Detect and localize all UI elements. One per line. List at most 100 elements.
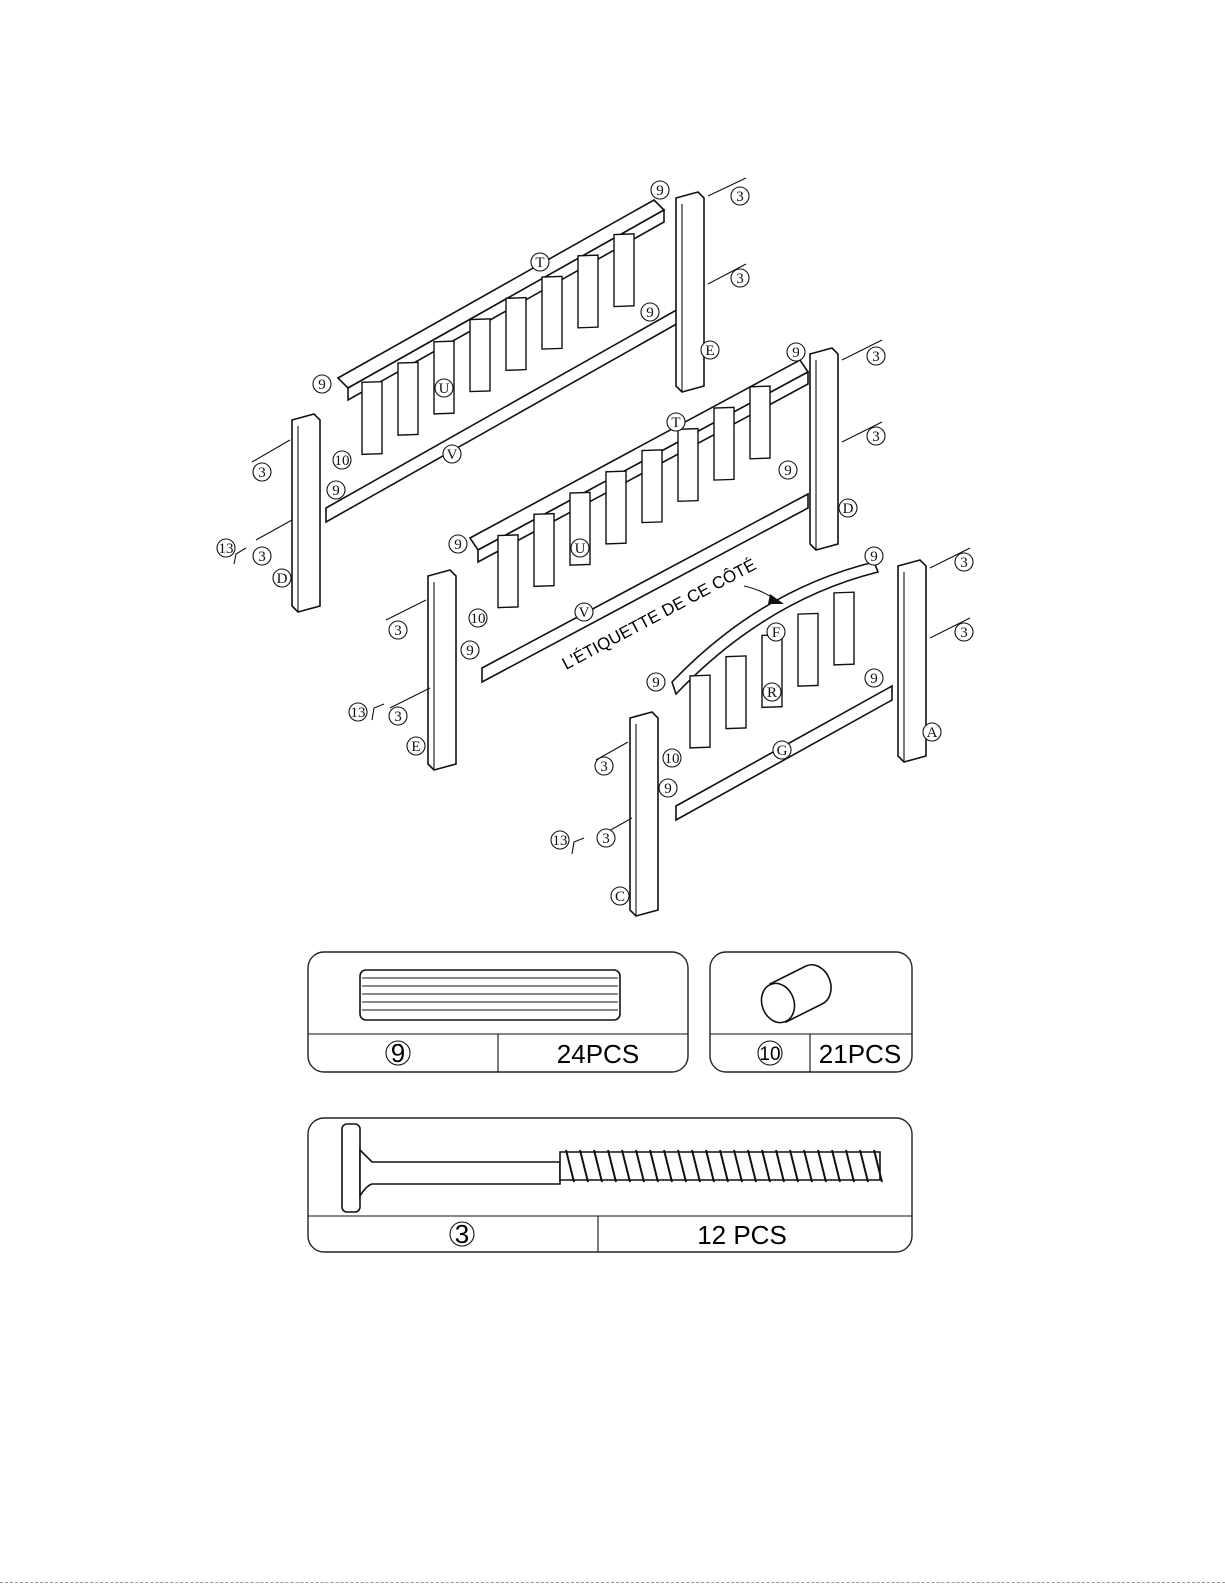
svg-text:13: 13 [351,705,366,721]
callout-part-A: A [923,723,941,741]
callout-bolt: 3 [595,757,613,775]
post-E-upper [676,192,704,392]
callout-dowel: 9 [865,547,883,565]
hardware-10-qty: 21PCS [819,1039,901,1069]
svg-text:9: 9 [454,537,462,553]
svg-text:V: V [447,447,458,463]
hardware-box-10: 10 21PCS [710,952,912,1072]
hardware-9-qty: 24PCS [557,1039,639,1069]
svg-text:3: 3 [258,465,266,481]
callout-bolt: 3 [253,547,271,565]
callout-key: 13 [551,831,569,849]
dowel-icon [360,970,620,1020]
callout-part-E: E [407,737,425,755]
svg-text:T: T [535,255,544,271]
callout-bolt: 3 [955,623,973,641]
svg-text:F: F [772,625,780,641]
svg-text:V: V [579,605,590,621]
callout-cam: 10 [333,451,351,469]
hardware-10-id: 10 [759,1044,780,1065]
svg-text:9: 9 [652,675,660,691]
callout-bolt: 3 [867,427,885,445]
svg-text:T: T [671,415,680,431]
page-bottom-rule [0,1582,1225,1583]
callout-key: 13 [217,539,235,557]
callout-dowel: 9 [313,375,331,393]
svg-text:E: E [705,343,714,359]
post-D-upper [292,414,320,612]
callout-part-V: V [443,445,461,463]
svg-text:3: 3 [600,759,608,775]
svg-text:9: 9 [466,643,474,659]
svg-text:13: 13 [553,833,568,849]
callout-dowel: 9 [449,535,467,553]
svg-text:U: U [439,381,450,397]
callout-bolt: 3 [389,707,407,725]
svg-text:9: 9 [332,483,340,499]
post-C [630,712,658,916]
callout-part-U: U [435,379,453,397]
callout-dowel: 9 [659,779,677,797]
callout-part-U: U [571,539,589,557]
allen-key-icon [234,548,584,854]
svg-text:9: 9 [792,345,800,361]
svg-text:D: D [843,501,854,517]
svg-text:3: 3 [394,709,402,725]
svg-text:3: 3 [736,189,744,205]
svg-text:3: 3 [872,349,880,365]
svg-text:9: 9 [870,549,878,565]
callout-dowel: 9 [327,481,345,499]
svg-text:E: E [411,739,420,755]
callout-part-C: C [611,887,629,905]
svg-text:9: 9 [664,781,672,797]
svg-text:3: 3 [394,623,402,639]
svg-text:10: 10 [471,611,486,627]
hardware-3-id: 3 [455,1219,469,1249]
callout-part-T: T [667,413,685,431]
svg-text:D: D [277,571,288,587]
callout-cam: 10 [469,609,487,627]
callout-dowel: 9 [651,181,669,199]
callout-part-V: V [575,603,593,621]
svg-text:G: G [777,743,788,759]
callout-dowel: 9 [787,343,805,361]
svg-text:C: C [615,889,625,905]
callout-bolt: 3 [731,187,749,205]
svg-text:9: 9 [646,305,654,321]
callout-part-R: R [763,683,781,701]
svg-text:A: A [927,725,938,741]
callout-bolt: 3 [731,269,749,287]
callout-part-T: T [531,253,549,271]
callout-dowel: 9 [865,669,883,687]
callout-part-G: G [773,741,791,759]
bolt-icon [252,178,746,540]
callout-bolt: 3 [597,829,615,847]
svg-text:3: 3 [736,271,744,287]
callout-dowel: 9 [647,673,665,691]
callout-dowel: 9 [461,641,479,659]
svg-text:R: R [767,685,777,701]
svg-text:3: 3 [960,625,968,641]
callout-dowel: 9 [641,303,659,321]
callout-part-D: D [273,569,291,587]
hardware-3-qty: 12 PCS [697,1220,787,1250]
svg-text:10: 10 [665,751,680,767]
svg-text:13: 13 [219,541,234,557]
svg-text:3: 3 [872,429,880,445]
hardware-box-9: 9 24PCS [308,952,688,1072]
svg-text:U: U [575,541,586,557]
post-E-middle [428,570,456,770]
panel-lower [596,548,970,916]
svg-text:9: 9 [870,671,878,687]
callout-bolt: 3 [955,553,973,571]
svg-text:3: 3 [258,549,266,565]
callout-part-F: F [767,623,785,641]
svg-text:10: 10 [335,453,350,469]
svg-text:3: 3 [602,831,610,847]
svg-text:9: 9 [656,183,664,199]
callout-bolt: 3 [253,463,271,481]
callout-part-E: E [701,341,719,359]
post-A [898,560,926,762]
callout-part-D: D [839,499,857,517]
